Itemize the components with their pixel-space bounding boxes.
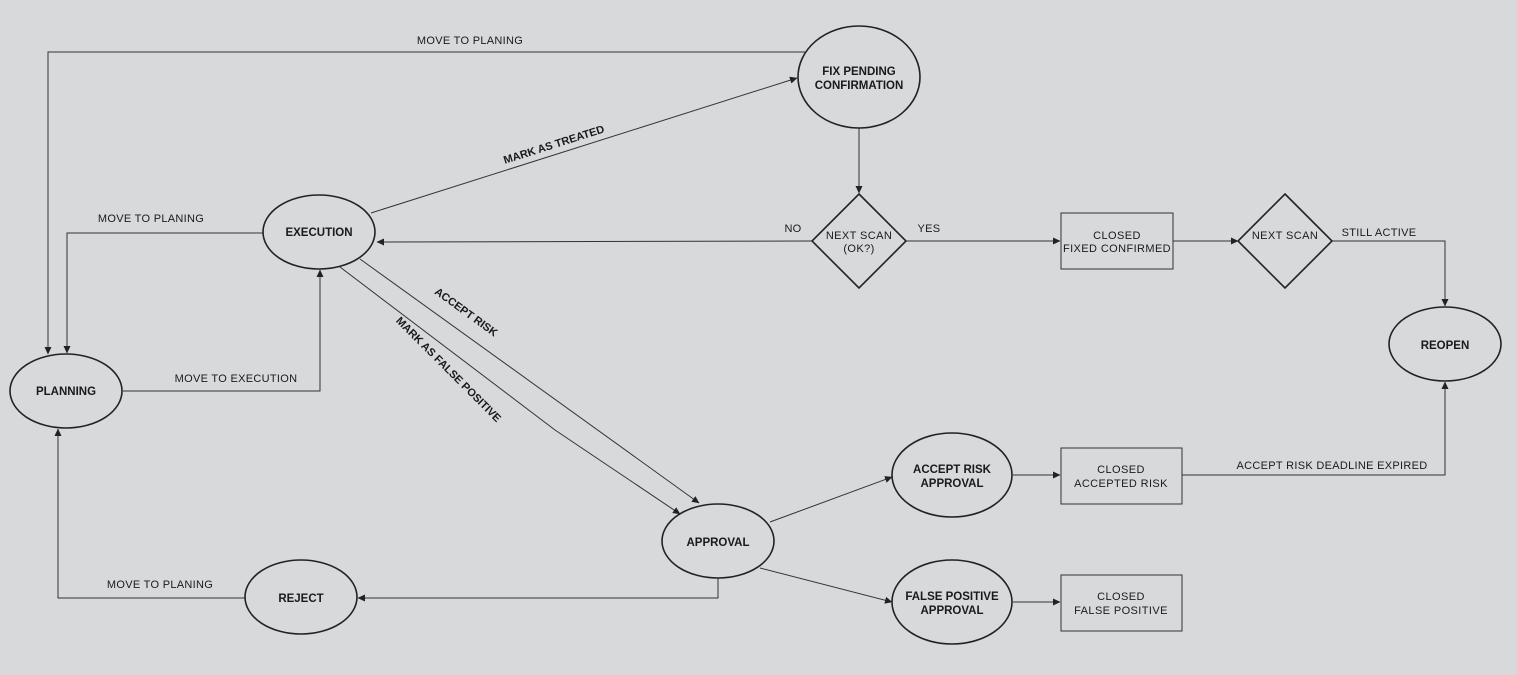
- svg-text:REOPEN: REOPEN: [1421, 340, 1470, 352]
- svg-text:APPROVAL: APPROVAL: [920, 478, 983, 490]
- svg-text:ACCEPTED RISK: ACCEPTED RISK: [1074, 478, 1168, 490]
- svg-text:FALSE POSITIVE: FALSE POSITIVE: [1074, 605, 1168, 617]
- node-approval: APPROVAL: [661, 503, 775, 579]
- node-closed-false-positive: CLOSED FALSE POSITIVE: [1060, 574, 1183, 632]
- svg-text:CLOSED: CLOSED: [1093, 230, 1141, 242]
- svg-text:FIXED CONFIRMED: FIXED CONFIRMED: [1063, 243, 1171, 255]
- svg-text:FALSE POSITIVE: FALSE POSITIVE: [905, 591, 999, 603]
- label-move-to-execution: MOVE TO EXECUTION: [175, 373, 298, 385]
- edge-approval-to-reject: [357, 578, 719, 602]
- label-no: NO: [784, 223, 801, 235]
- svg-text:PLANNING: PLANNING: [36, 386, 96, 398]
- node-false-positive-approval: FALSE POSITIVE APPROVAL: [891, 559, 1013, 645]
- label-accept-risk: ACCEPT RISK: [432, 286, 499, 340]
- edge-execution-falsepositive-to-approval: [339, 266, 681, 515]
- svg-text:(OK?): (OK?): [843, 243, 874, 255]
- svg-text:CLOSED: CLOSED: [1097, 464, 1145, 476]
- svg-text:REJECT: REJECT: [278, 593, 323, 605]
- node-execution: EXECUTION: [262, 194, 376, 270]
- edge-approval-to-falsepositiveapproval: [759, 567, 893, 604]
- label-move-to-planing-top: MOVE TO PLANING: [417, 35, 523, 47]
- edge-execution-acceptrisk-to-approval: [359, 258, 700, 504]
- edge-execution-to-fixpending: [370, 76, 798, 214]
- edge-execution-to-planning: [63, 232, 263, 354]
- svg-text:APPROVAL: APPROVAL: [920, 605, 983, 617]
- svg-text:NEXT SCAN: NEXT SCAN: [826, 230, 892, 242]
- svg-text:ACCEPT RISK: ACCEPT RISK: [913, 464, 992, 476]
- edge-reject-to-planning: [54, 428, 245, 599]
- node-closed-fixed-confirmed: CLOSED FIXED CONFIRMED: [1060, 212, 1174, 270]
- label-yes: YES: [918, 223, 941, 235]
- node-next-scan: NEXT SCAN: [1236, 192, 1334, 290]
- svg-text:CONFIRMATION: CONFIRMATION: [815, 80, 904, 92]
- edge-planning-to-execution: [123, 269, 324, 392]
- node-next-scan-ok: NEXT SCAN (OK?): [810, 192, 908, 290]
- svg-text:NEXT SCAN: NEXT SCAN: [1252, 230, 1318, 242]
- edge-closedaccepted-to-reopen: [1182, 381, 1449, 476]
- node-fix-pending-confirmation: FIX PENDING CONFIRMATION: [797, 25, 921, 129]
- node-reopen: REOPEN: [1388, 306, 1502, 382]
- node-closed-accepted-risk: CLOSED ACCEPTED RISK: [1060, 447, 1183, 505]
- label-move-to-planing-exec: MOVE TO PLANING: [98, 213, 204, 225]
- svg-text:APPROVAL: APPROVAL: [686, 537, 749, 549]
- label-still-active: STILL ACTIVE: [1342, 227, 1417, 239]
- edge-fixpending-to-planning: [44, 51, 806, 355]
- svg-text:FIX PENDING: FIX PENDING: [822, 66, 896, 78]
- edge-nextscan-no-to-execution: [376, 238, 813, 246]
- node-planning: PLANNING: [9, 353, 123, 429]
- node-reject: REJECT: [244, 559, 358, 635]
- svg-text:EXECUTION: EXECUTION: [285, 227, 352, 239]
- svg-text:CLOSED: CLOSED: [1097, 591, 1145, 603]
- edge-approval-to-acceptriskapproval: [769, 476, 893, 523]
- edge-nextscan-to-reopen: [1332, 240, 1449, 307]
- node-accept-risk-approval: ACCEPT RISK APPROVAL: [891, 432, 1013, 518]
- label-mark-as-treated: MARK AS TREATED: [502, 124, 606, 167]
- label-accept-risk-deadline-expired: ACCEPT RISK DEADLINE EXPIRED: [1237, 460, 1428, 472]
- label-move-to-planing-reject: MOVE TO PLANING: [107, 579, 213, 591]
